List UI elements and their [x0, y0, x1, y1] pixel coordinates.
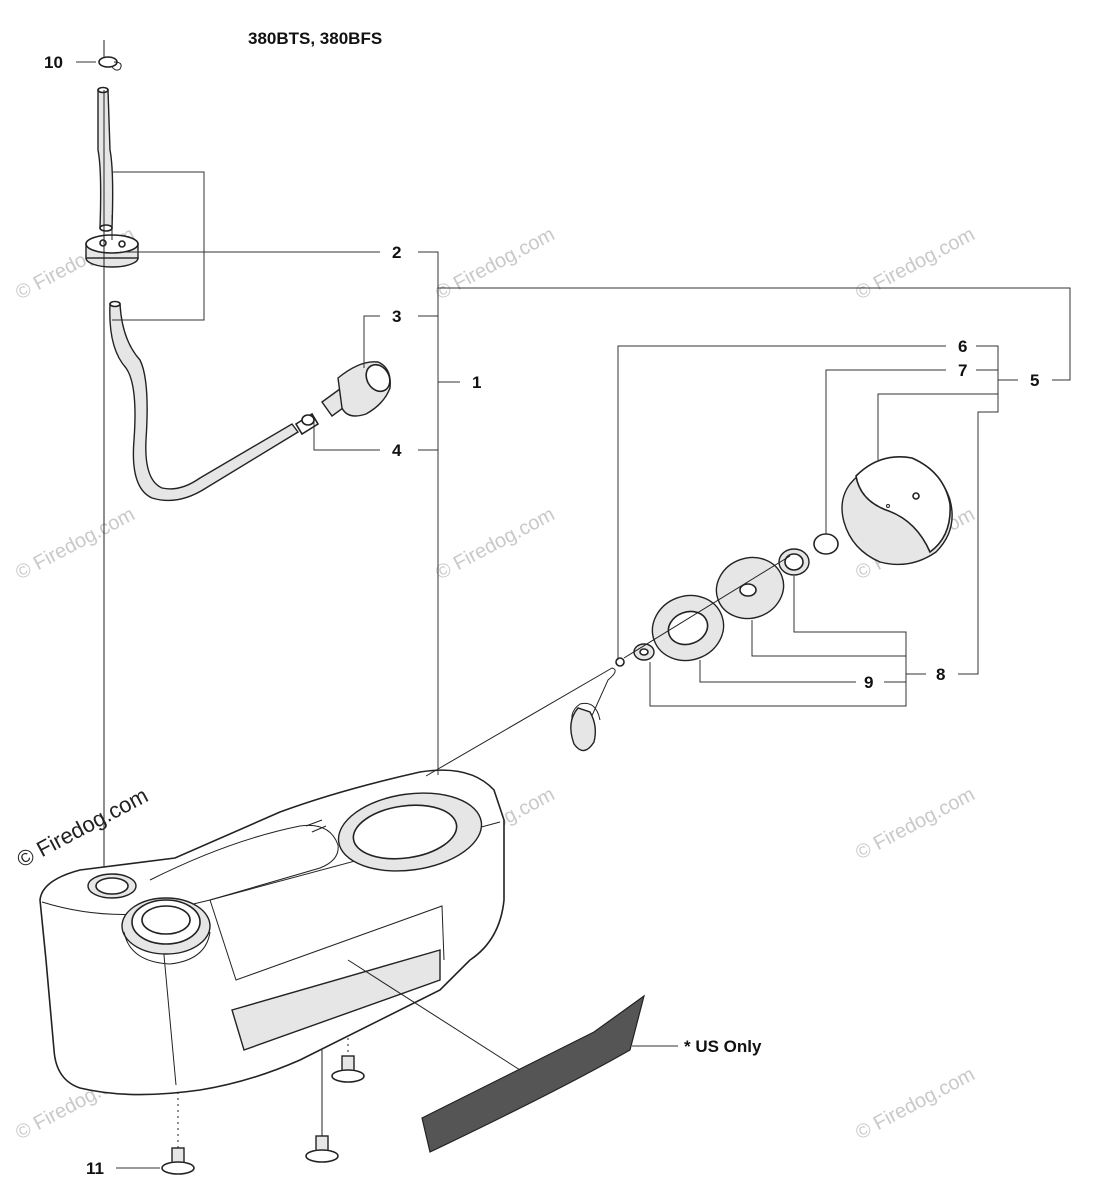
screw [305, 1135, 339, 1163]
fuel-hose-assembly [85, 40, 391, 502]
screw [331, 1055, 365, 1083]
us-only-note: * US Only [684, 1037, 762, 1056]
diagram-title: 380BTS, 380BFS [248, 29, 382, 48]
return-hose [97, 89, 114, 229]
watermark: © Firedog.com [852, 223, 978, 304]
screw [161, 1147, 195, 1175]
watermark: © Firedog.com [12, 503, 138, 584]
callout-6: 6 [958, 337, 967, 356]
watermark-dark: © Firedog.com [13, 782, 152, 872]
watermark: © Firedog.com [852, 783, 978, 864]
leader-lines [76, 61, 1071, 1169]
watermark: © Firedog.com [852, 1063, 978, 1144]
callout-3: 3 [392, 307, 401, 326]
us-label-sticker [421, 994, 645, 1153]
watermark: © Firedog.com [432, 223, 558, 304]
tank-recess [231, 949, 441, 1051]
watermark: © Firedog.com [432, 503, 558, 584]
tank-screws [161, 1055, 365, 1175]
callout-4: 4 [392, 441, 402, 460]
callout-labels: 10 2 3 1 4 6 7 5 8 9 11 * US Only [44, 53, 1039, 1178]
callout-1: 1 [472, 373, 481, 392]
callout-2: 2 [392, 243, 401, 262]
callout-10: 10 [44, 53, 63, 72]
o-ring [813, 533, 839, 555]
callout-8: 8 [936, 665, 945, 684]
cap-strap [570, 707, 597, 752]
callout-11: 11 [86, 1159, 104, 1178]
fuel-cap-assembly [425, 456, 953, 777]
callout-5: 5 [1030, 371, 1039, 390]
callout-7: 7 [958, 361, 967, 380]
fuel-hose [109, 303, 300, 502]
callout-9: 9 [864, 673, 873, 692]
fuel-tank [39, 769, 505, 1096]
